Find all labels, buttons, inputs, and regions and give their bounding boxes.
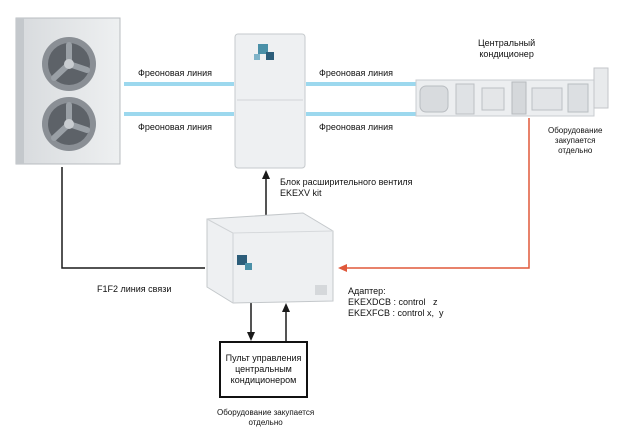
central-ac-unit-image xyxy=(415,67,609,117)
controller-to-adapter-arrowhead xyxy=(282,303,290,312)
freon-line-label-bottom-left: Фреоновая линия xyxy=(138,122,213,132)
equipment-separately-bottom-label: Оборудование закупается отдельно xyxy=(217,408,315,427)
f1f2-line xyxy=(61,167,205,269)
controller-label: Пульт управления центральным кондиционер… xyxy=(225,353,302,385)
equipment-separately-right-label: Оборудование закупается отдельно xyxy=(548,126,603,155)
controller-box: Пульт управления центральным кондиционер… xyxy=(219,341,308,398)
adapter-label: Адаптер: EKEXDCB : control z EKEXFCB : c… xyxy=(348,286,444,318)
adapter-to-controller-arrowhead xyxy=(247,332,255,341)
freon-line-label-top-right: Фреоновая линия xyxy=(319,68,394,78)
adapter-to-valve-arrowhead xyxy=(262,170,270,179)
freon-pipes xyxy=(124,82,416,116)
f1f2-link-label: F1F2 линия связи xyxy=(97,284,172,294)
outdoor-unit-image xyxy=(15,17,121,165)
ac-to-adapter-line xyxy=(346,118,530,269)
freon-line-label-top-left: Фреоновая линия xyxy=(138,68,213,78)
central-ac-label: Центральный кондиционер xyxy=(478,38,536,59)
freon-line-label-bottom-right: Фреоновая линия xyxy=(319,122,394,132)
adapter-unit-image xyxy=(206,212,334,304)
expansion-valve-label: Блок расширительного вентиля EKEXV kit xyxy=(280,177,413,198)
expansion-valve-kit-image xyxy=(234,33,306,169)
ac-to-adapter-arrowhead xyxy=(338,264,347,272)
